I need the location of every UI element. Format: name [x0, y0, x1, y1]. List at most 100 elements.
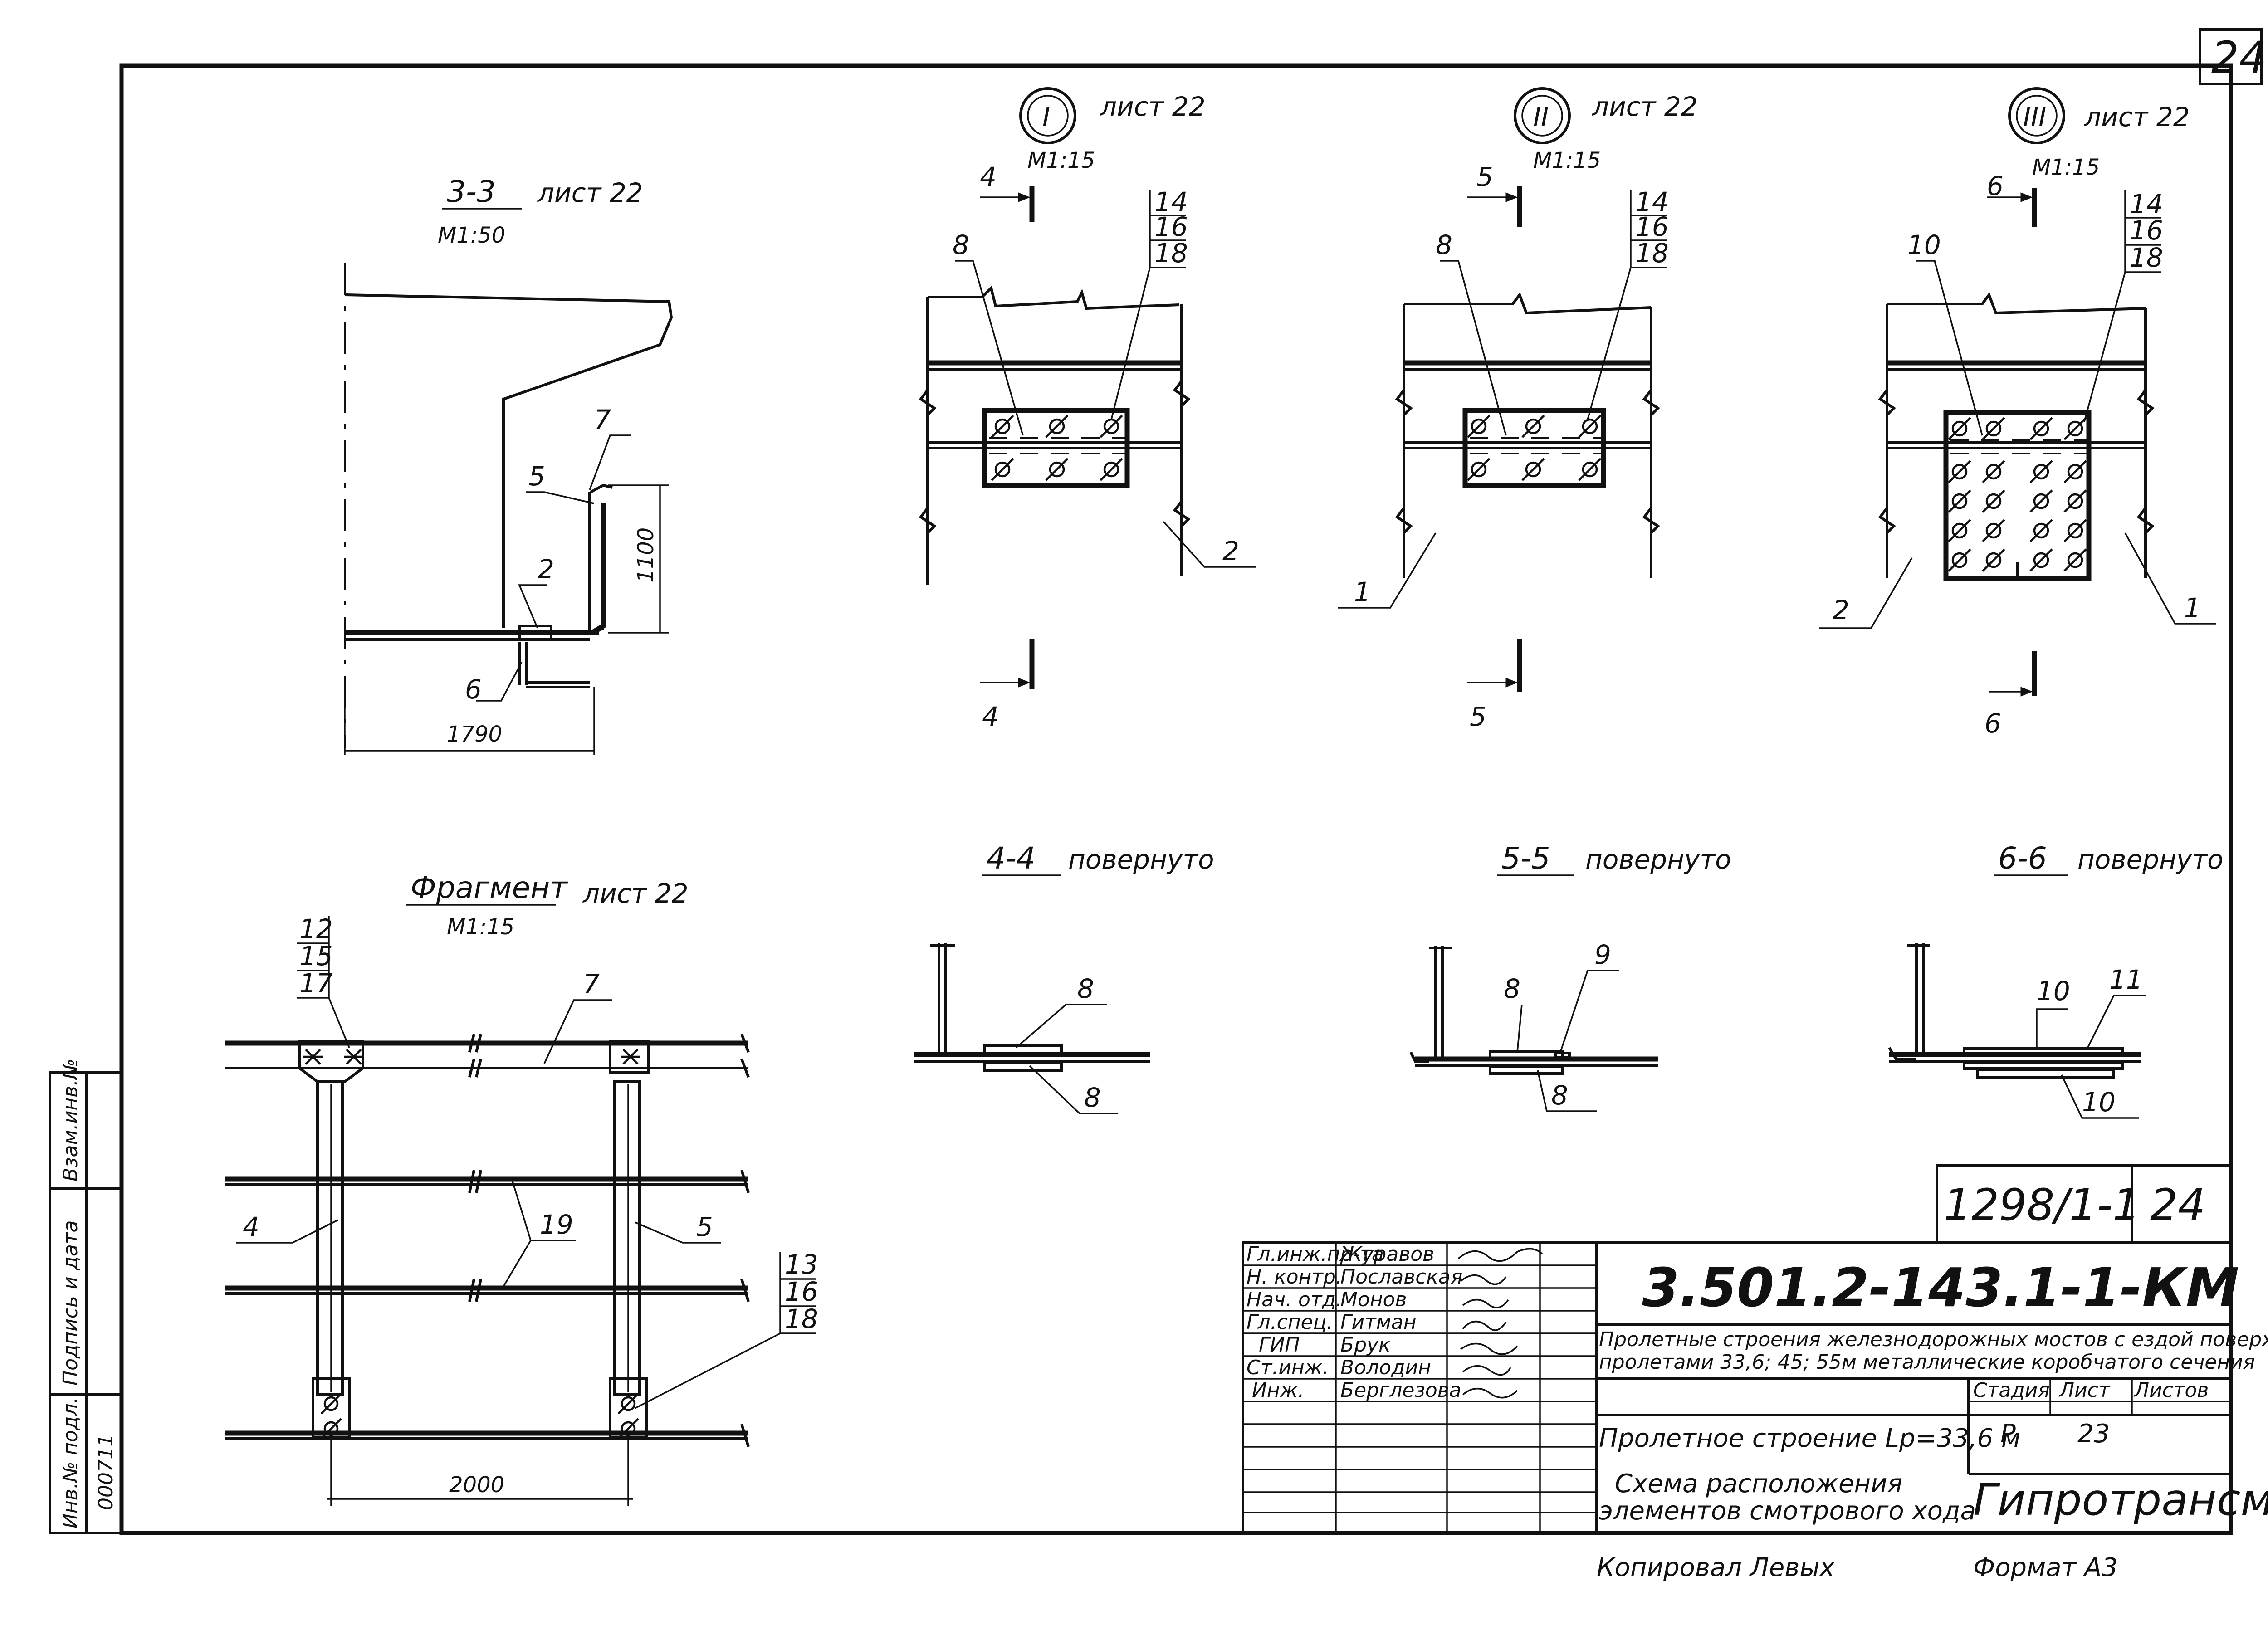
- bolt: [2029, 519, 2053, 542]
- tb-role-5: ГИП: [1259, 1333, 1300, 1357]
- sec33-label-5: 5: [528, 461, 545, 492]
- node3-label-left: 2: [1833, 595, 1849, 625]
- drawing-frame: [119, 63, 2233, 1535]
- node-1: I лист 22 М1:15 4 4: [919, 87, 1256, 732]
- section-5-5: 5-5 повернуто 8 9 8: [1409, 841, 1731, 1112]
- node1-cut-bottom: 4: [982, 701, 999, 732]
- sheet-number: 24: [2211, 32, 2267, 83]
- bolt: [1100, 458, 1123, 481]
- node-2: II лист 22 М1:15 5 5 8: [1338, 87, 1698, 732]
- side-stamp: Взам.инв.№ Подпись и дата Инв.№ подл. 00…: [49, 1059, 123, 1534]
- frag-label-13: 13: [785, 1249, 818, 1280]
- node1-ref: лист 22: [1100, 91, 1206, 122]
- tb-name-5: Брук: [1340, 1333, 1391, 1357]
- tb-role-2: Н. контр.: [1246, 1265, 1342, 1288]
- node2-cut-bottom: 5: [1470, 701, 1486, 732]
- sec33-dim-width: 1790: [447, 722, 502, 747]
- project-line-1: Пролетные строения железнодорожных мосто…: [1599, 1328, 2268, 1351]
- sec33-title: 3-3: [447, 174, 496, 209]
- s66-label-c: 10: [2082, 1087, 2116, 1118]
- s66-label-b: 11: [2109, 964, 2143, 995]
- s44-title: 4-4: [987, 841, 1036, 876]
- bolt: [1982, 548, 2005, 572]
- tb-role-6: Ст.инж.: [1246, 1356, 1329, 1379]
- node3-label-plate: 10: [1907, 229, 1941, 260]
- frag-label-rail: 7: [583, 969, 600, 1000]
- node3-ref: лист 22: [2084, 102, 2190, 132]
- tb-name-4: Гитман: [1340, 1311, 1417, 1334]
- sheet-title-1: Схема расположения: [1615, 1469, 1902, 1498]
- sheets-header: Листов: [2133, 1379, 2209, 1402]
- frag-dim: 2000: [449, 1472, 504, 1498]
- title-block: 1298/1-1 24 Гл.инж.пр-та Журавов Н. конт…: [1242, 1164, 2268, 1534]
- sec33-label-7: 7: [594, 404, 611, 435]
- frag-label-post-l: 4: [243, 1211, 259, 1242]
- fragment-view: Фрагмент лист 22 М1:15: [225, 870, 818, 1506]
- frag-label-mid: 19: [540, 1209, 573, 1240]
- node2-label-side: 1: [1354, 576, 1371, 607]
- node1-label-side: 2: [1222, 536, 1239, 566]
- bolt: [2029, 460, 2053, 483]
- frag-bolt: [621, 1049, 640, 1065]
- bolt: [1982, 489, 2005, 513]
- bolt: [1045, 458, 1069, 481]
- bolt: [2029, 548, 2053, 572]
- node1-numeral: I: [1042, 102, 1050, 132]
- node3-label-r1: 14: [2130, 189, 2163, 220]
- tb-name-2: Пославская: [1340, 1265, 1462, 1288]
- node2-numeral: II: [1533, 102, 1549, 132]
- node3-numeral: III: [2023, 102, 2046, 132]
- section-6-6: 6-6 повернуто 10 11 10: [1888, 841, 2224, 1119]
- s55-title: 5-5: [1501, 841, 1550, 876]
- node2-ref: лист 22: [1592, 91, 1698, 122]
- bolt: [1578, 415, 1602, 438]
- node1-scale: М1:15: [1027, 148, 1095, 173]
- node2-label-plate: 8: [1436, 229, 1452, 260]
- s55-label-a: 8: [1504, 973, 1520, 1004]
- sheet-title-2: элементов смотрового хода: [1599, 1496, 1976, 1526]
- frag-bolt: [617, 1418, 639, 1440]
- bolt: [991, 458, 1014, 481]
- signatures: [1457, 1248, 1543, 1399]
- bolt: [1948, 417, 1971, 440]
- s44-note: повернуто: [1068, 844, 1214, 875]
- bolt: [1521, 415, 1545, 438]
- sec33-label-6: 6: [465, 674, 482, 705]
- bolt: [1578, 458, 1602, 481]
- s66-note: повернуто: [2077, 844, 2224, 875]
- bolt: [1948, 519, 1971, 542]
- side-stamp-sign: Подпись и дата: [59, 1220, 82, 1386]
- frag-scale: М1:15: [447, 914, 514, 940]
- node3-cut-top: 6: [1987, 171, 2004, 201]
- bolt: [1521, 458, 1545, 481]
- frag-title: Фрагмент: [411, 870, 568, 905]
- bolt: [2063, 519, 2087, 542]
- bolt: [2029, 417, 2053, 440]
- side-stamp-inv-number: 000711: [94, 1434, 117, 1510]
- bolt: [1045, 415, 1069, 438]
- s66-label-a: 10: [2037, 976, 2070, 1006]
- bolt: [1948, 489, 1971, 513]
- sec33-ref: лист 22: [537, 177, 643, 208]
- sheet-format: Формат А3: [1973, 1553, 2118, 1582]
- album-sheet: 24: [2150, 1180, 2205, 1230]
- bolt: [2063, 548, 2087, 572]
- section-3-3: 3-3 лист 22 М1:50 1100 1790 7 5 2 6: [344, 174, 673, 755]
- tb-name-7: Берглезова: [1340, 1379, 1461, 1402]
- side-stamp-inv-label: Инв.№ подл.: [59, 1397, 82, 1528]
- tb-role-7: Инж.: [1252, 1379, 1304, 1402]
- bolt: [991, 415, 1014, 438]
- bolt: [1467, 458, 1491, 481]
- node2-bolts: [1467, 415, 1602, 481]
- node2-label-r3: 18: [1635, 238, 1669, 268]
- node2-label-r2: 16: [1635, 211, 1669, 242]
- s66-title: 6-6: [1998, 841, 2047, 876]
- tb-name-3: Монов: [1340, 1288, 1407, 1311]
- node1-label-r3: 18: [1154, 238, 1188, 268]
- node3-label-r2: 16: [2130, 215, 2163, 246]
- node3-label-r3: 18: [2130, 242, 2163, 273]
- node1-bolts: [991, 415, 1123, 481]
- bolt: [1948, 548, 1971, 572]
- frag-bolt: [303, 1049, 323, 1065]
- bolt: [2063, 489, 2087, 513]
